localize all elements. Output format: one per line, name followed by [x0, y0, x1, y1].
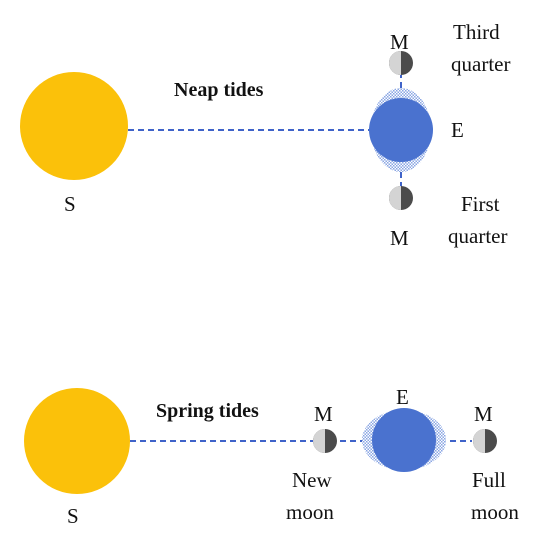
- spring-moon-right-phase-line1: Full: [472, 468, 506, 492]
- neap-tides-title: Neap tides: [174, 79, 264, 101]
- spring-earth: [372, 408, 436, 472]
- spring-moon-left-label: M: [314, 402, 333, 426]
- neap-moon-bottom-label: M: [390, 226, 409, 250]
- neap-moon-top-phase-line1: Third: [453, 20, 500, 44]
- neap-moon-third-quarter: [389, 51, 413, 75]
- spring-tides-title: Spring tides: [156, 400, 259, 422]
- neap-moon-bottom-phase-line1: First: [461, 192, 500, 216]
- spring-moon-left-phase-line2: moon: [286, 500, 334, 524]
- neap-moon-top-label: M: [390, 30, 409, 54]
- spring-moon-right-label: M: [474, 402, 493, 426]
- spring-tides-panel: S Spring tides M New moon E M Full moon: [24, 385, 519, 528]
- spring-moon-new: [313, 429, 337, 453]
- neap-moon-top-phase-line2: quarter: [451, 52, 510, 76]
- neap-earth-label: E: [451, 118, 464, 142]
- neap-sun-label: S: [64, 192, 76, 216]
- neap-sun: [20, 72, 128, 180]
- spring-earth-label: E: [396, 385, 409, 409]
- spring-moon-left-phase-line1: New: [292, 468, 332, 492]
- neap-tides-panel: S E Neap tides M Third quarter M First q…: [20, 20, 510, 250]
- spring-sun: [24, 388, 130, 494]
- spring-moon-full: [473, 429, 497, 453]
- neap-earth: [369, 98, 433, 162]
- neap-moon-bottom-phase-line2: quarter: [448, 224, 507, 248]
- spring-sun-label: S: [67, 504, 79, 528]
- spring-moon-right-phase-line2: moon: [471, 500, 519, 524]
- neap-moon-first-quarter: [389, 186, 413, 210]
